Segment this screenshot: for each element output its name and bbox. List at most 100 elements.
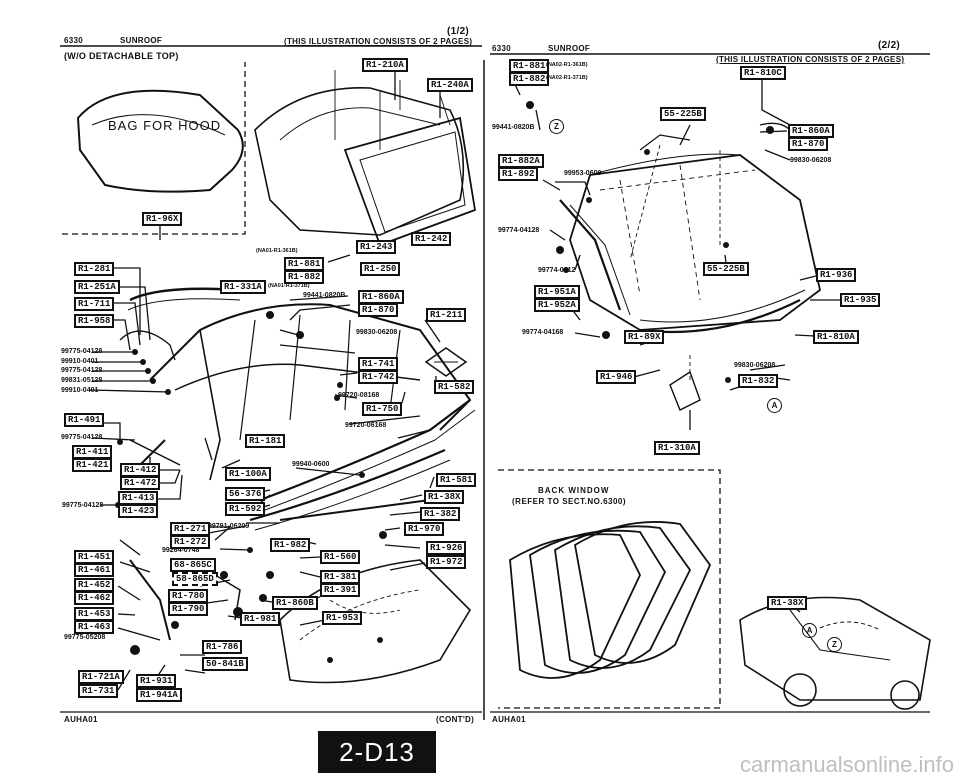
ref-box[interactable]: R1-411 [72,445,113,459]
ref-box[interactable]: R1-560 [320,550,361,564]
ref-box[interactable]: R1-423 [118,504,159,518]
ref-box[interactable]: R1-882 [509,72,550,86]
ref-box[interactable]: R1-412 [120,463,161,477]
part-number: 99910-0401 [61,358,99,365]
right-section-code: 6330 [492,44,511,53]
ref-box[interactable]: R1-931 [136,674,177,688]
ref-box[interactable]: R1-790 [168,602,209,616]
ref-box[interactable]: R1-810A [813,330,859,344]
ref-box[interactable]: R1-382 [420,507,461,521]
ref-box[interactable]: R1-582 [434,380,475,394]
part-number: 99910-0401 [61,387,99,394]
ref-box[interactable]: R1-271 [170,522,211,536]
ref-box[interactable]: R1-592 [225,502,266,516]
marker-a: A [767,398,782,413]
part-number: 99774-0412 [538,267,576,274]
ref-box[interactable]: R1-462 [74,591,115,605]
part-number: 99720-06168 [345,422,387,429]
ref-box[interactable]: R1-461 [74,563,115,577]
ref-box[interactable]: R1-750 [362,402,403,416]
ref-box[interactable]: R1-870 [358,303,399,317]
left-consist-note: (THIS ILLUSTRATION CONSISTS OF 2 PAGES) [284,37,473,46]
ref-box[interactable]: R1-860A [358,290,404,304]
ref-box[interactable]: R1-211 [426,308,467,322]
ref-box[interactable]: 68-865C [170,558,216,572]
ref-box[interactable]: R1-832 [738,374,779,388]
ref-box[interactable]: R1-96X [142,212,183,226]
ref-box[interactable]: R1-946 [596,370,637,384]
ref-box[interactable]: R1-381 [320,570,361,584]
ref-box[interactable]: R1-870 [788,137,829,151]
ref-box[interactable]: R1-491 [64,413,105,427]
ref-box[interactable]: R1-780 [168,589,209,603]
part-number: 99774-04168 [522,329,564,336]
part-number: 99775-04128 [62,502,104,509]
right-section-title: SUNROOF [548,44,591,53]
ref-box[interactable]: R1-952A [534,298,580,312]
ref-box[interactable]: 50-841B [202,657,248,671]
ref-box[interactable]: R1-741 [358,357,399,371]
ref-box[interactable]: R1-472 [120,476,161,490]
ref-box[interactable]: R1-936 [816,268,857,282]
right-footer-code: AUHA01 [492,715,526,724]
ref-box[interactable]: R1-935 [840,293,881,307]
ref-box[interactable]: R1-881 [509,59,550,73]
ref-box[interactable]: R1-251A [74,280,120,294]
back-window-label: BACK WINDOW [538,486,610,495]
ref-box[interactable]: R1-941A [136,688,182,702]
ref-box[interactable]: R1-181 [245,434,286,448]
ref-box[interactable]: R1-786 [202,640,243,654]
ref-box[interactable]: R1-742 [358,370,399,384]
ref-box[interactable]: R1-100A [225,467,271,481]
ref-box[interactable]: R1-331A [220,280,266,294]
ref-box[interactable]: R1-281 [74,262,115,276]
ref-box[interactable]: R1-860A [788,124,834,138]
ref-box[interactable]: R1-711 [74,297,115,311]
part-number: 99830-06208 [356,329,398,336]
ref-box[interactable]: R1-413 [118,491,159,505]
ref-box[interactable]: R1-731 [78,684,119,698]
ref-box[interactable]: R1-982 [270,538,311,552]
ref-box[interactable]: R1-463 [74,620,115,634]
ref-box[interactable]: R1-581 [436,473,477,487]
ref-box[interactable]: R1-210A [362,58,408,72]
ref-box[interactable]: R1-860B [272,596,318,610]
ref-box[interactable]: R1-452 [74,578,115,592]
ref-box[interactable]: R1-970 [404,522,445,536]
part-number: 99775-04128 [61,367,103,374]
ref-box[interactable]: R1-310A [654,441,700,455]
ref-box[interactable]: R1-981 [240,612,281,626]
ref-box[interactable]: R1-38X [424,490,465,504]
ref-box[interactable]: R1-89X [624,330,665,344]
ref-box[interactable]: R1-892 [498,167,539,181]
ref-box[interactable]: R1-391 [320,583,361,597]
ref-box[interactable]: R1-882A [498,154,544,168]
ref-box[interactable]: 58-865D [172,572,218,586]
ref-box[interactable]: R1-953 [322,611,363,625]
ref-box[interactable]: R1-242 [411,232,452,246]
ref-box[interactable]: R1-721A [78,670,124,684]
ref-box[interactable]: R1-958 [74,314,115,328]
ref-box[interactable]: 55-225B [703,262,749,276]
ref-box[interactable]: R1-243 [356,240,397,254]
ref-box[interactable]: R1-421 [72,458,113,472]
ref-box[interactable]: R1-272 [170,535,211,549]
ref-box[interactable]: R1-881 [284,257,325,271]
part-number: 99264-0748 [162,547,200,554]
right-page-indicator: (2/2) [878,40,901,51]
ref-box[interactable]: R1-38X [767,596,808,610]
ref-box[interactable]: R1-453 [74,607,115,621]
ref-box[interactable]: R1-451 [74,550,115,564]
ref-box[interactable]: R1-882 [284,270,325,284]
ref-box[interactable]: 55-225B [660,107,706,121]
left-section-title: SUNROOF [120,36,163,45]
ref-box[interactable]: R1-240A [427,78,473,92]
ref-box[interactable]: R1-250 [360,262,401,276]
ref-box[interactable]: R1-926 [426,541,467,555]
ref-box[interactable]: R1-972 [426,555,467,569]
ref-box[interactable]: R1-951A [534,285,580,299]
model-note: (NA02-R1-361B) [546,62,588,68]
ref-box[interactable]: 56-376 [225,487,266,501]
ref-box[interactable]: R1-810C [740,66,786,80]
